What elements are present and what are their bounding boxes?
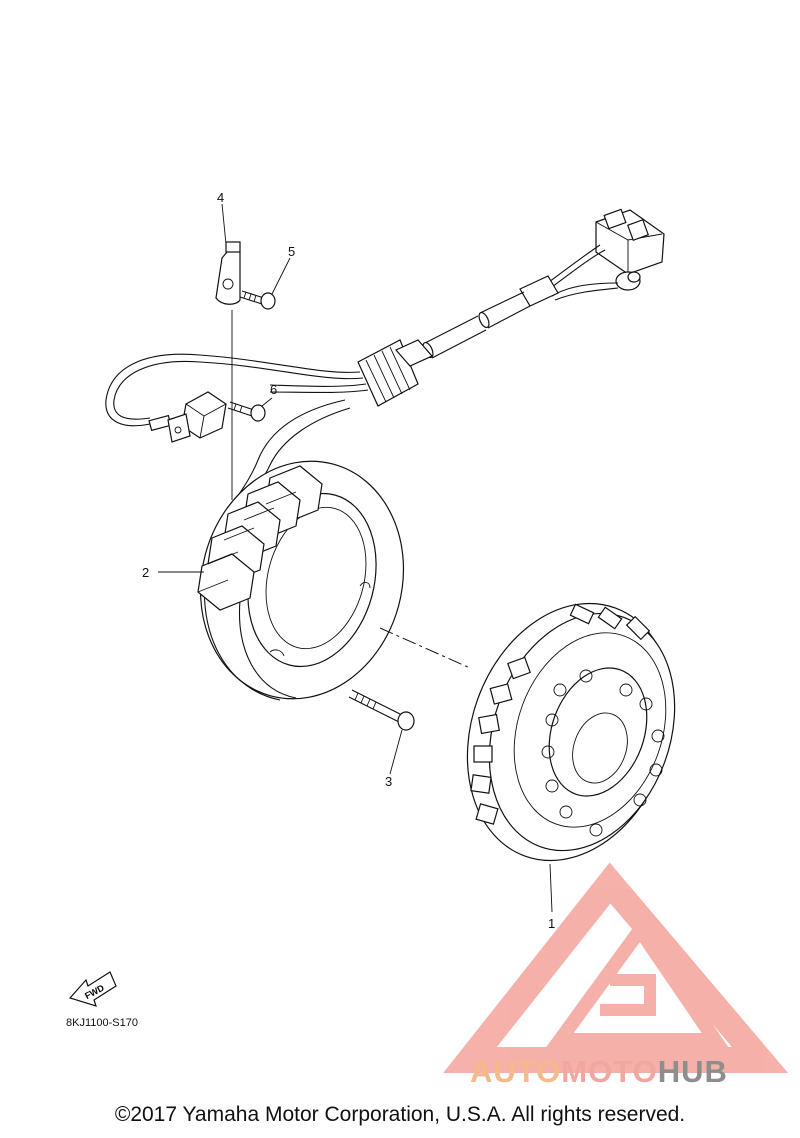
callout-1: 1 (548, 916, 555, 931)
bolt-3 (348, 689, 415, 731)
diagram-code: 8KJ1100-S170 (66, 1017, 138, 1029)
watermark-hub: HUB (657, 1054, 728, 1089)
watermark-logo (443, 862, 789, 1073)
screw-5 (239, 290, 276, 310)
callout-5: 5 (288, 244, 295, 259)
screw-6 (227, 401, 266, 422)
copyright-notice: ©2017 Yamaha Motor Corporation, U.S.A. A… (114, 1103, 686, 1126)
watermark-auto: AUTO (470, 1054, 562, 1089)
pickup-coil (148, 391, 227, 443)
callout-6: 6 (270, 382, 277, 397)
callout-2: 2 (142, 565, 149, 580)
wire-harness (105, 244, 619, 512)
small-coupler (615, 271, 641, 291)
fwd-arrow-icon: FWD (68, 971, 117, 1007)
watermark-text: AUTOMOTOHUB (470, 1054, 728, 1090)
watermark-moto: MOTO (561, 1054, 658, 1089)
assembly-centerline (379, 627, 471, 669)
wire-clamp-bracket (215, 241, 241, 305)
callout-3: 3 (385, 774, 392, 789)
wire-connector-plug (595, 208, 665, 275)
rotor-assembly (466, 602, 676, 862)
stator-assembly (197, 460, 405, 701)
leader-lines (158, 203, 553, 913)
callout-4: 4 (217, 190, 224, 205)
